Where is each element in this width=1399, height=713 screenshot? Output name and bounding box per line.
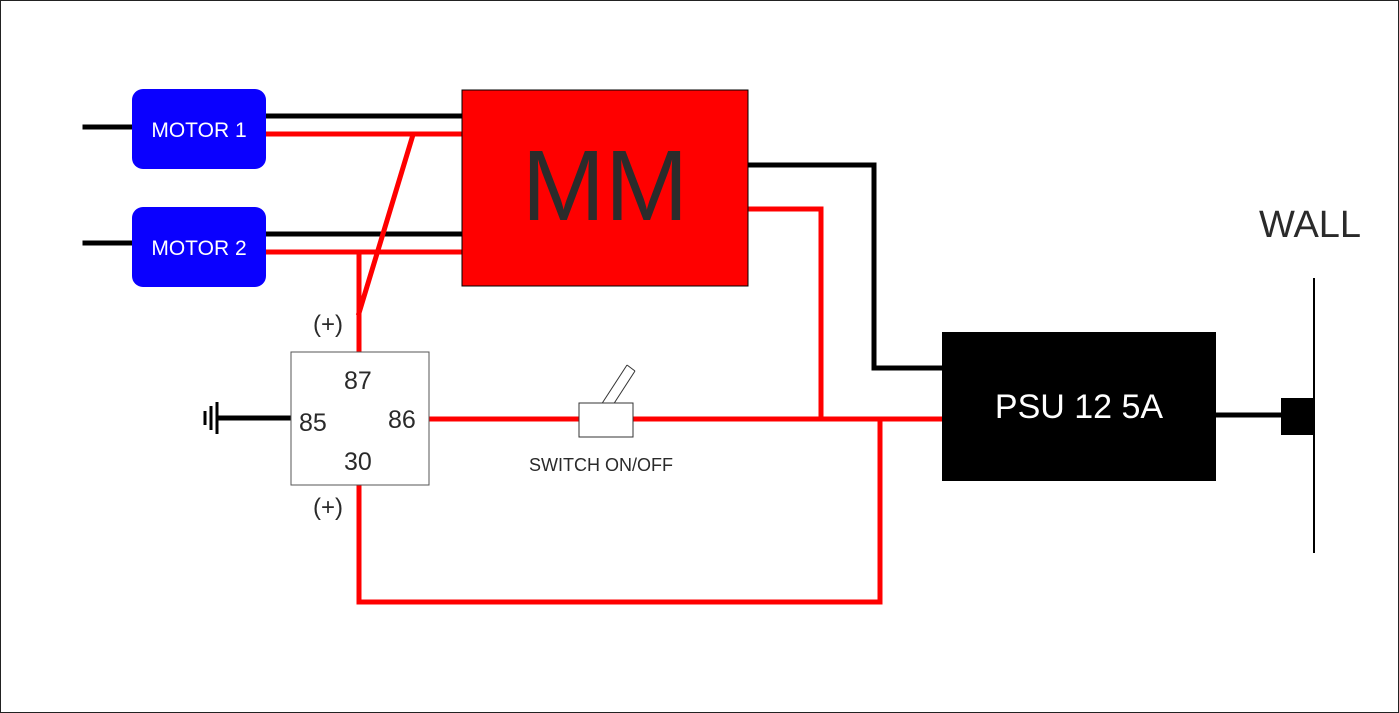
psu-label: PSU 12 5A	[994, 388, 1164, 426]
wall-plug	[1281, 398, 1314, 435]
toggle-switch-icon[interactable]	[578, 364, 636, 438]
psu-box	[942, 332, 1216, 481]
positive-wires	[262, 131, 944, 605]
motor2-label: MOTOR 2	[151, 237, 247, 260]
motor2-box	[132, 207, 266, 287]
mm-to-psu-negative-wire	[745, 162, 944, 371]
relay-polarity-top: (+)	[313, 311, 343, 338]
negative-wires	[82, 113, 1286, 421]
motor1-label: MOTOR 1	[151, 119, 247, 142]
relay-pin-86: 86	[388, 406, 416, 434]
ground-icon	[203, 402, 219, 434]
relay-pin-30: 30	[344, 448, 372, 476]
diagonal-positive-wire	[355, 134, 416, 317]
mm-to-psu-positive-wire	[745, 206, 824, 422]
motor1-box	[132, 89, 266, 169]
relay-polarity-bottom: (+)	[313, 494, 343, 521]
relay-pin-85: 85	[299, 409, 327, 437]
switch-label: SWITCH ON/OFF	[529, 455, 673, 475]
relay-pin-87: 87	[344, 367, 372, 395]
wall-label: WALL	[1259, 204, 1362, 246]
relay-box	[290, 351, 430, 486]
mm-controller-box	[461, 89, 749, 287]
relay30-return-wire	[356, 416, 883, 605]
mm-label: MM	[521, 130, 689, 242]
